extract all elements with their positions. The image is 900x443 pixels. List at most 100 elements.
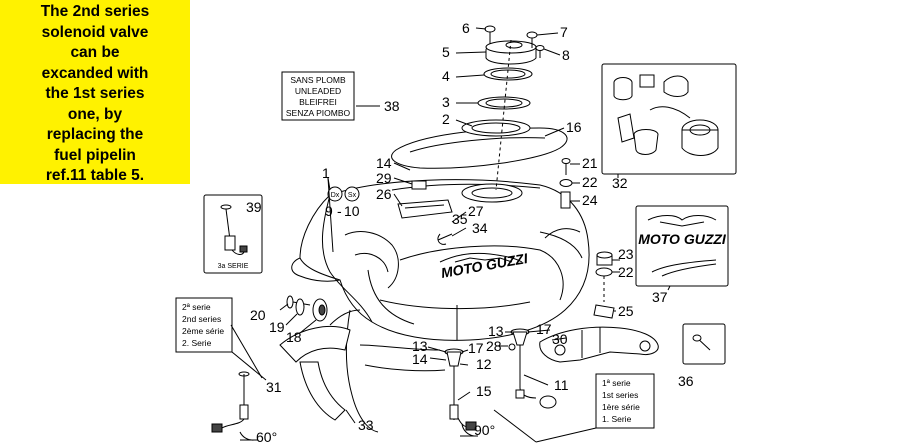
callout-38: 38	[384, 98, 400, 114]
leader-line	[544, 127, 565, 137]
callout-20: 20	[250, 307, 266, 323]
cap-ring-body	[681, 129, 719, 156]
leader-line	[451, 211, 467, 223]
callout-11: 11	[554, 377, 569, 393]
sensor-body	[239, 404, 249, 420]
valve-connector	[539, 395, 557, 409]
screw-7	[526, 31, 538, 48]
sensor-wire	[221, 418, 245, 429]
angle-60-label: 60°	[256, 429, 277, 443]
plug-20-shape	[286, 295, 294, 309]
leader-line	[493, 409, 537, 443]
series-2-box: 2ª serie 2nd series 2ème série 2. Serie	[175, 297, 233, 353]
leader-line	[231, 351, 267, 381]
sign-38-line: SANS PLOMB	[290, 75, 346, 85]
callout-23: 23	[618, 246, 634, 262]
filler-cap-5	[485, 40, 537, 65]
leader-line	[536, 32, 559, 36]
breather-hose-33	[346, 309, 379, 433]
decal-stripe	[651, 259, 717, 273]
lock-cylinder	[613, 77, 633, 101]
inset-39-wire	[231, 249, 245, 255]
support-bracket-30	[539, 326, 659, 363]
callout-6: 6	[462, 20, 470, 36]
sx-badge	[344, 186, 360, 202]
angle-90-label: 90°	[474, 422, 495, 438]
decal-eagle	[647, 215, 717, 221]
valve-body	[512, 331, 528, 346]
valve-sensor	[515, 389, 525, 399]
callout-24: 24	[582, 192, 598, 208]
screw-head	[535, 45, 545, 51]
callout-4: 4	[442, 68, 450, 84]
screw-8	[535, 45, 545, 58]
inset-39-label: 3a SERIE	[218, 263, 249, 270]
callout-27: 27	[468, 203, 484, 219]
bracket-25	[593, 304, 615, 319]
tank-knee-pad	[344, 231, 399, 289]
tank-right-bump	[544, 228, 581, 239]
dx-badge-label: Dx	[331, 192, 340, 199]
callout-10: 10	[344, 203, 360, 219]
note-line: the 1st series	[45, 85, 145, 102]
inset-39-tube	[225, 208, 231, 241]
side-badges: Dx Sx	[327, 186, 360, 202]
screw-head	[484, 25, 496, 33]
screw-head	[526, 31, 538, 39]
series-2-line: 2ª serie	[182, 302, 211, 312]
callout-37: 37	[652, 289, 668, 305]
plate-line	[404, 204, 445, 209]
leader-line	[455, 74, 485, 78]
callout-33: 33	[358, 417, 374, 433]
callout-1: 1	[322, 165, 330, 181]
tank-right-lobe	[539, 231, 583, 259]
tank-eagle-emblem	[439, 252, 523, 263]
leader-line	[230, 324, 263, 379]
assembly-axis	[495, 39, 512, 191]
leader-line	[459, 363, 469, 366]
callout-21: 21	[582, 155, 598, 171]
callout-32: 32	[612, 175, 628, 191]
screw-head	[561, 158, 571, 164]
fuel-valve-left	[444, 348, 477, 431]
hose-line	[367, 269, 415, 325]
leader-line	[543, 48, 561, 56]
screw-6	[484, 25, 496, 44]
note-line: replacing the	[46, 126, 144, 143]
callout-36: 36	[678, 373, 694, 389]
bolt-35-hook	[437, 233, 447, 245]
leader-line	[393, 162, 411, 171]
valve-sensor	[449, 404, 459, 420]
tank-side-panel	[399, 245, 564, 301]
callout-26: 26	[376, 186, 392, 202]
sign-38-line: SENZA PIOMBO	[286, 108, 351, 118]
callout-34: 34	[472, 220, 488, 236]
note-line: excanded with	[41, 64, 149, 82]
sign-38-frame	[281, 71, 355, 121]
inset-39-connector	[239, 245, 248, 253]
valve-connector	[465, 421, 477, 431]
leader-line	[285, 313, 298, 326]
filler-opening-inner	[471, 187, 513, 199]
leader-line	[527, 329, 551, 333]
leader-line	[457, 391, 471, 401]
lock-cable	[649, 106, 691, 119]
leader-line	[475, 27, 487, 30]
decal-brand-text: MOTO GUZZI	[638, 231, 727, 247]
bolt-35	[437, 233, 453, 245]
cap-18-center	[318, 304, 326, 316]
inset-39-frame	[203, 194, 263, 274]
bushing-23	[596, 251, 613, 266]
series-2-line: 2nd series	[182, 314, 221, 324]
callout-39: 39	[246, 199, 262, 215]
key-body	[639, 74, 655, 88]
washer-22	[559, 179, 573, 187]
callout-12: 12	[476, 356, 492, 372]
callout-35: 35	[452, 211, 468, 227]
series-1-line: 1. Serie	[602, 414, 632, 424]
callout-22-lower: 22	[618, 264, 634, 280]
callout-17-right: 17	[536, 321, 552, 337]
note-line: ref.11 table 5.	[45, 167, 145, 184]
valve-oring	[508, 343, 516, 351]
